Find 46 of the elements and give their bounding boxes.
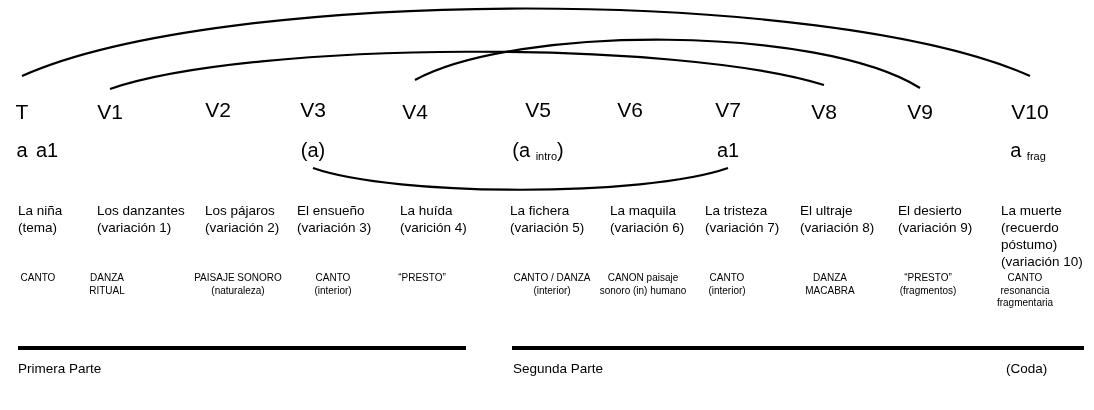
motif-label: (a $_{intro}$) bbox=[512, 138, 564, 162]
section-label: T bbox=[15, 100, 29, 124]
section-label: V3 bbox=[300, 98, 326, 122]
section-label: V9 bbox=[907, 100, 933, 124]
part-label: (Coda) bbox=[1006, 360, 1048, 377]
motif-label: a bbox=[16, 138, 28, 162]
movement-title: El ultraje (variación 8) bbox=[800, 202, 876, 236]
section-label: V6 bbox=[617, 98, 643, 122]
movement-title: El desierto (variación 9) bbox=[898, 202, 974, 236]
character-label: CANTO bbox=[19, 272, 57, 285]
movement-title: Los danzantes (variación 1) bbox=[97, 202, 186, 236]
character-label: DANZA MACABRA bbox=[804, 272, 856, 297]
section-label: V7 bbox=[715, 98, 741, 122]
arc-connector bbox=[312, 166, 729, 191]
character-label: “PRESTO” bbox=[397, 272, 447, 285]
section-label: V1 bbox=[97, 100, 123, 124]
section-label: V2 bbox=[205, 98, 231, 122]
character-label: CANTO (interior) bbox=[707, 272, 747, 297]
movement-title: La tristeza (variación 7) bbox=[705, 202, 781, 236]
part-label: Segunda Parte bbox=[513, 360, 604, 377]
movement-title: El ensueño (variación 3) bbox=[297, 202, 373, 236]
section-label: V5 bbox=[525, 98, 551, 122]
movement-title: La muerte (recuerdo póstumo) (variación 10) bbox=[1001, 202, 1084, 270]
movement-title: La fichera (variación 5) bbox=[510, 202, 586, 236]
character-label: CANTO resonancia fragmentaria bbox=[995, 272, 1055, 310]
section-label: V8 bbox=[811, 100, 837, 124]
arc-connector bbox=[21, 7, 1031, 78]
movement-title: La niña (tema) bbox=[18, 202, 64, 236]
character-label: PAISAJE SONORO (naturaleza) bbox=[193, 272, 283, 297]
character-label: CANTO / DANZA (interior) bbox=[512, 272, 592, 297]
character-label: CANTO (interior) bbox=[313, 272, 353, 297]
arc-connector bbox=[109, 50, 825, 91]
section-label: V10 bbox=[1011, 100, 1049, 124]
arc-connector bbox=[414, 38, 921, 89]
movement-title: La maquila (variación 6) bbox=[610, 202, 686, 236]
motif-label: a1 bbox=[716, 138, 740, 162]
movement-title: La huída (varición 4) bbox=[400, 202, 468, 236]
motif-label: (a) bbox=[300, 138, 326, 162]
section-label: V4 bbox=[402, 100, 428, 124]
motif-label: a $_{frag}$ bbox=[1010, 138, 1046, 162]
character-label: DANZA RITUAL bbox=[88, 272, 126, 297]
motif-label: a1 bbox=[35, 138, 59, 162]
movement-title: Los pájaros (variación 2) bbox=[205, 202, 281, 236]
character-label: CANON paisaje sonoro (in) humano bbox=[598, 272, 688, 297]
part-label: Primera Parte bbox=[18, 360, 102, 377]
character-label: “PRESTO” (fragmentos) bbox=[898, 272, 958, 297]
